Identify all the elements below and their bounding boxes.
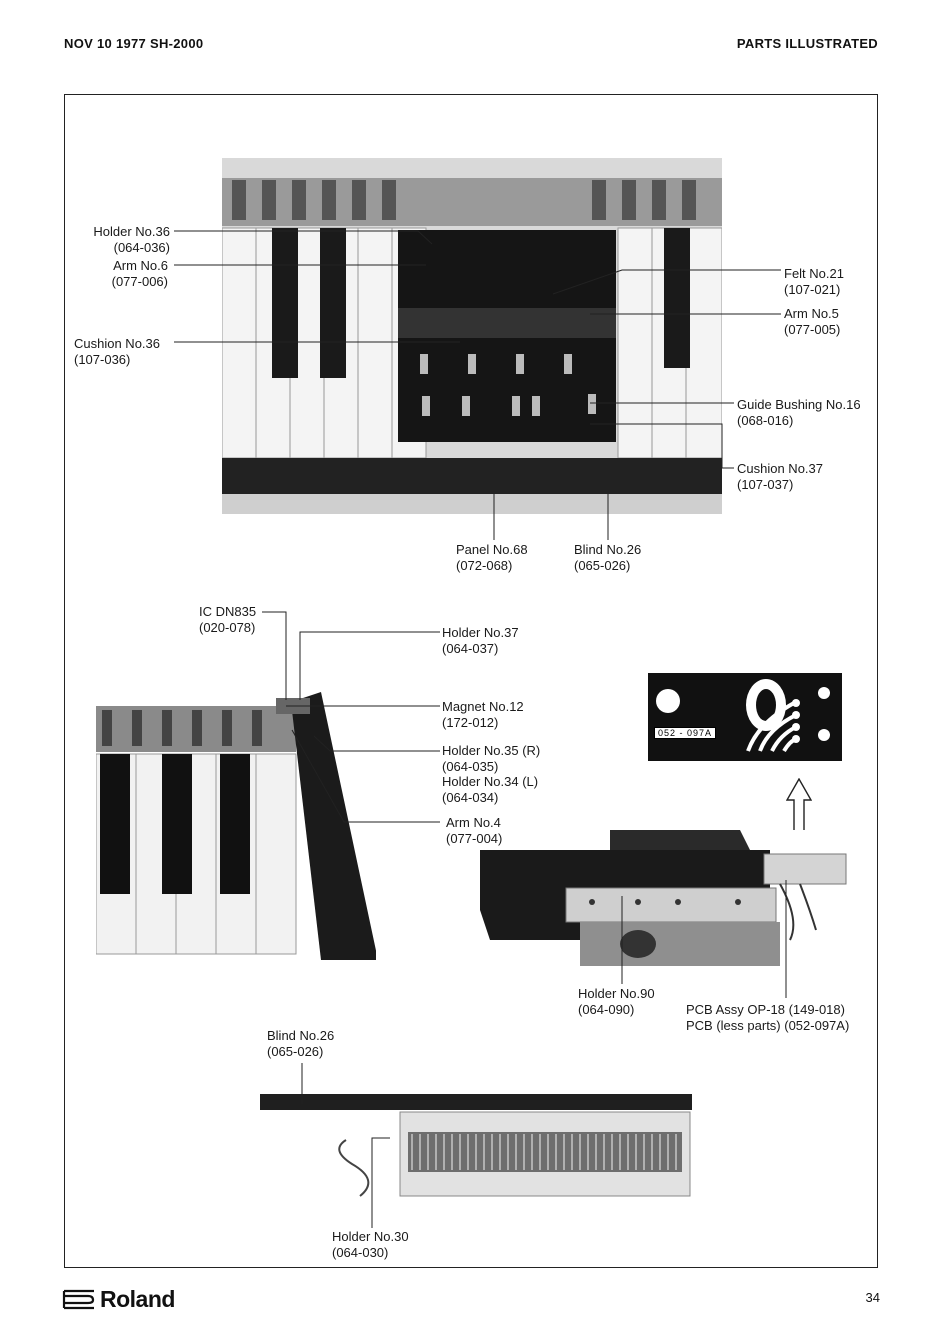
- label-holder-90: Holder No.90(064-090): [578, 986, 655, 1017]
- photo-bottom-assembly: [260, 1090, 692, 1202]
- label-panel-68: Panel No.68(072-068): [456, 542, 528, 573]
- label-cushion-37: Cushion No.37(107-037): [737, 461, 823, 492]
- label-arm-4: Arm No.4(077-004): [446, 815, 503, 846]
- label-arm-6: Arm No.6(077-006): [111, 258, 168, 289]
- label-guide-bushing-16: Guide Bushing No.16(068-016): [737, 397, 861, 428]
- photo-key-assembly: [96, 682, 376, 960]
- pcb-code: 052 - 097A: [654, 727, 717, 739]
- photo-holder-assembly: [470, 830, 850, 970]
- page-number: 34: [865, 1290, 880, 1305]
- label-holder-35-34: Holder No.35 (R)(064-035) Holder No.34 (…: [442, 743, 541, 805]
- label-holder-30: Holder No.30(064-030): [332, 1229, 409, 1260]
- illustration-frame: [64, 94, 878, 1268]
- photo-pcb: 052 - 097A: [648, 673, 842, 761]
- roland-logo: Roland: [62, 1286, 175, 1313]
- label-pcb-assy: PCB Assy OP-18 (149-018)PCB (less parts)…: [686, 1002, 850, 1033]
- label-holder-37: Holder No.37(064-037): [442, 625, 519, 656]
- label-ic-dn835: IC DN835(020-078): [199, 604, 257, 635]
- header-right: PARTS ILLUSTRATED: [736, 36, 878, 51]
- photo-keyboard-top: [222, 158, 722, 514]
- label-magnet-12: Magnet No.12(172-012): [442, 699, 524, 730]
- label-cushion-36: Cushion No.36(107-036): [74, 336, 160, 367]
- label-felt-21: Felt No.21(107-021): [784, 266, 844, 297]
- label-arm-5: Arm No.5(077-005): [784, 306, 841, 337]
- brand-name: Roland: [100, 1286, 175, 1312]
- header-left: NOV 10 1977 SH-2000: [64, 36, 204, 51]
- label-blind-26-bottom: Blind No.26(065-026): [267, 1028, 335, 1059]
- label-holder-36: Holder No.36(064-036): [93, 224, 170, 255]
- roland-mark-icon: [62, 1289, 95, 1309]
- label-blind-26-top: Blind No.26(065-026): [574, 542, 642, 573]
